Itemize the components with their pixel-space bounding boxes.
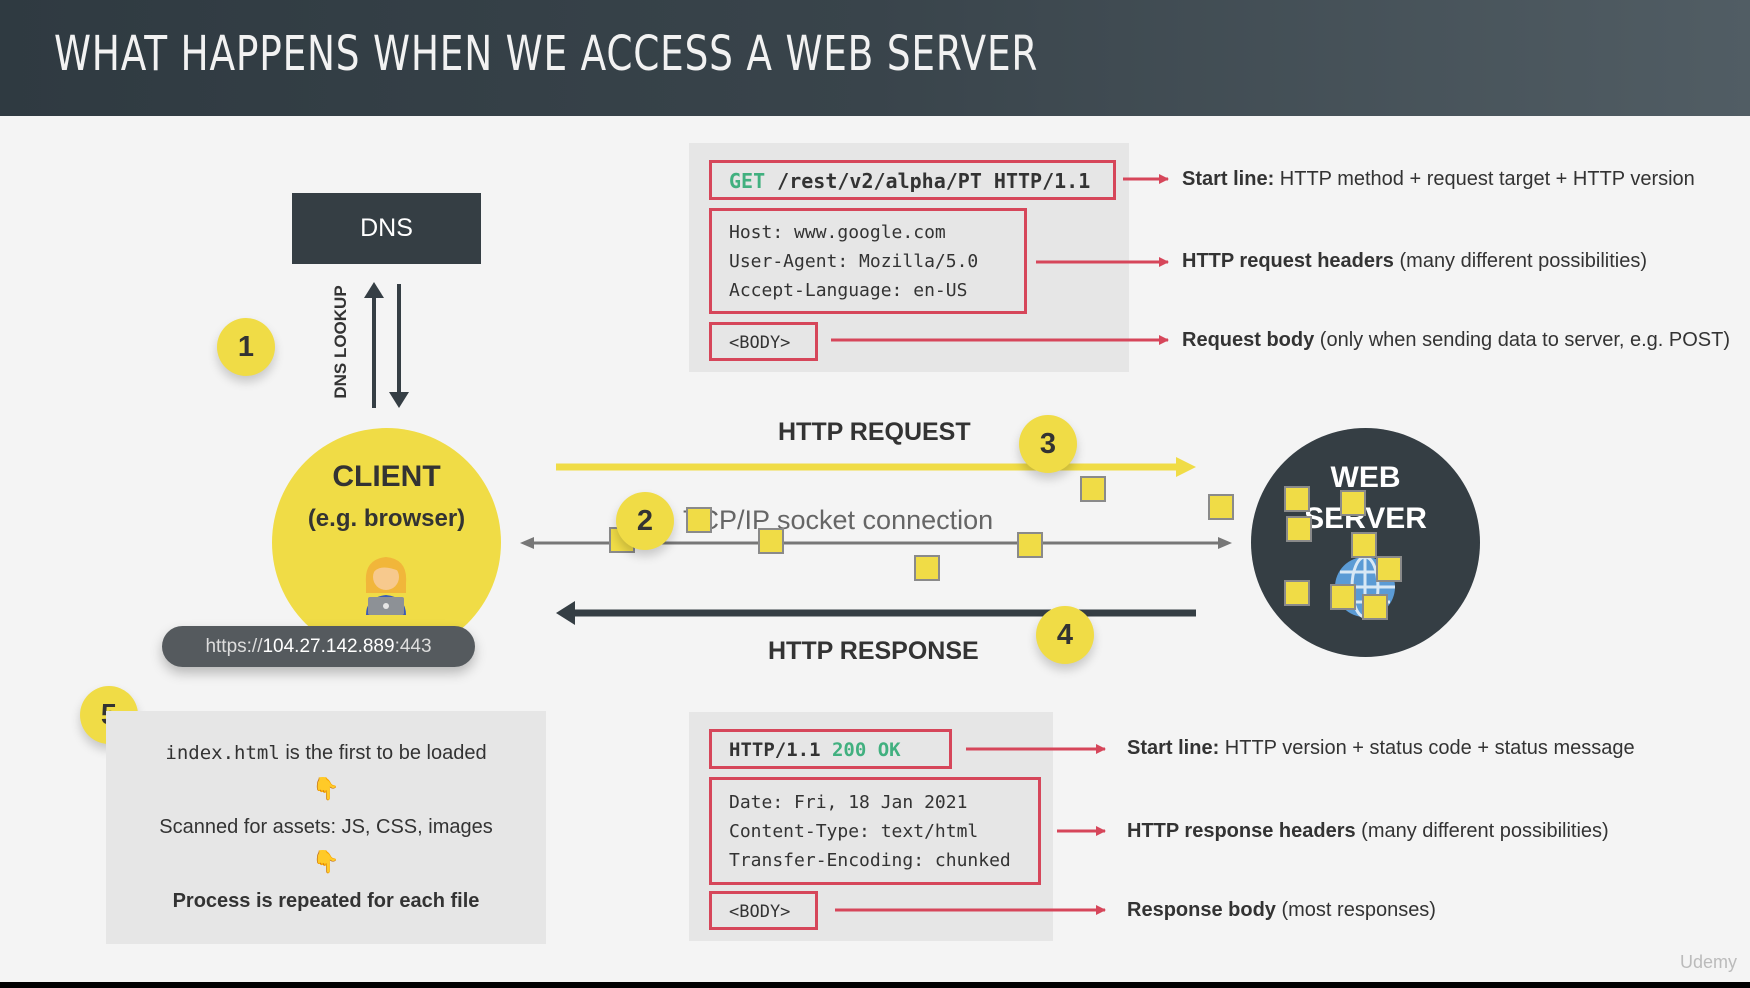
note-bold: Response body [1127,899,1276,921]
packet-square [914,555,940,581]
packet-square [1284,486,1310,512]
step5-line3: Process is repeated for each file [172,890,480,912]
url-port: :443 [394,635,432,657]
pointing-down-icon: 👇 [312,849,340,874]
step5-code: index.html [165,742,280,764]
dns-box: DNS [292,193,481,264]
request-headers-box: Host: www.google.com User-Agent: Mozilla… [709,208,1027,314]
url-scheme: https:// [205,635,263,657]
request-header-line: Accept-Language: en-US [729,280,968,301]
note-text: HTTP version + status code + status mess… [1219,737,1635,759]
request-header-line: Host: www.google.com [729,222,946,243]
request-body-note: Request body (only when sending data to … [1182,329,1730,352]
note-text: (most responses) [1275,899,1436,921]
packet-square [1286,516,1312,542]
arrow-tcp-ip-right-head [1218,537,1232,549]
tcp-ip-label: TCP/IP socket connection [683,505,994,535]
http-response-label: HTTP RESPONSE [768,637,979,665]
note-text: (many different possibilities) [1355,820,1609,842]
request-panel [689,143,1129,372]
url-ip: 104.27.142.889 [262,635,395,657]
request-body-label: <BODY> [729,333,791,353]
arrow-http-request-head [1176,457,1196,477]
slide-title: WHAT HAPPENS WHEN WE ACCESS A WEB SERVER [54,26,1039,82]
step5-line1: index.html is the first to be loaded [106,742,546,765]
response-body-note: Response body (most responses) [1127,899,1436,922]
packet-square [1284,580,1310,606]
step-badge-1: 1 [217,318,275,376]
note-bold: HTTP request headers [1182,250,1394,272]
response-header-line: Date: Fri, 18 Jan 2021 [729,792,968,813]
packet-square [1208,494,1234,520]
response-start-line-box: HTTP/1.1 200 OK [709,729,952,769]
note-bold: HTTP response headers [1127,820,1356,842]
response-body-box: <BODY> [709,891,818,930]
step-badge-2: 2 [616,492,674,550]
arrow-http-response-head [556,601,575,625]
dns-label: DNS [360,214,413,242]
http-request-label: HTTP REQUEST [778,418,971,446]
arrow-dns-down-head [389,392,409,408]
note-bold: Start line: [1182,168,1275,190]
response-header-line: Transfer-Encoding: chunked [729,850,1011,871]
packet-square [1330,584,1356,610]
packet-square [1017,532,1043,558]
response-version: HTTP/1.1 [729,739,832,761]
person-with-laptop-icon [365,557,407,615]
url-bar[interactable]: https://104.27.142.889:443 [162,626,475,667]
note-bold: Start line: [1127,737,1220,759]
response-body-label: <BODY> [729,902,791,922]
packet-square [1362,594,1388,620]
pointing-down-icon: 👇 [312,776,340,801]
response-headers-box: Date: Fri, 18 Jan 2021 Content-Type: tex… [709,777,1041,885]
request-method: GET [729,169,766,193]
server-label-line1: WEB [1330,461,1401,494]
server-label: WEB SERVER [1251,457,1480,539]
note-bold: Request body [1182,329,1315,351]
note-text: (only when sending data to server, e.g. … [1314,329,1731,351]
step-badge-4: 4 [1036,606,1094,664]
packet-square [1351,532,1377,558]
packet-square [758,528,784,554]
header-bar [0,0,1750,116]
step5-line2: Scanned for assets: JS, CSS, images [159,816,493,838]
response-start-line-note: Start line: HTTP version + status code +… [1127,737,1635,760]
step-badge-3: 3 [1019,415,1077,473]
bottom-bar [0,982,1750,988]
client-title: CLIENT [332,460,441,493]
packet-square [1376,556,1402,582]
request-target-version: /rest/v2/alpha/PT HTTP/1.1 [765,169,1091,193]
note-text: HTTP method + request target + HTTP vers… [1274,168,1695,190]
response-status: 200 OK [831,739,901,761]
dns-lookup-label: DNS LOOKUP [331,285,350,399]
request-start-line-box: GET /rest/v2/alpha/PT HTTP/1.1 [709,160,1116,200]
note-text: (many different possibilities) [1393,250,1648,272]
client-subtitle: (e.g. browser) [307,505,466,532]
watermark-logo: Udemy [1680,952,1738,972]
arrow-dns-up-head [364,282,384,298]
request-headers-note: HTTP request headers (many different pos… [1182,250,1647,273]
step5-line1-rest: is the first to be loaded [279,742,487,764]
packet-square [1080,476,1106,502]
step5-panel [106,711,546,944]
request-header-line: User-Agent: Mozilla/5.0 [729,251,979,272]
arrow-tcp-ip-left-head [520,537,534,549]
packet-square [1340,490,1366,516]
response-header-line: Content-Type: text/html [729,821,979,842]
request-start-line-note: Start line: HTTP method + request target… [1182,168,1695,191]
packet-square [686,507,712,533]
client-circle [272,428,501,657]
request-body-box: <BODY> [709,322,818,361]
response-headers-note: HTTP response headers (many different po… [1127,820,1609,843]
